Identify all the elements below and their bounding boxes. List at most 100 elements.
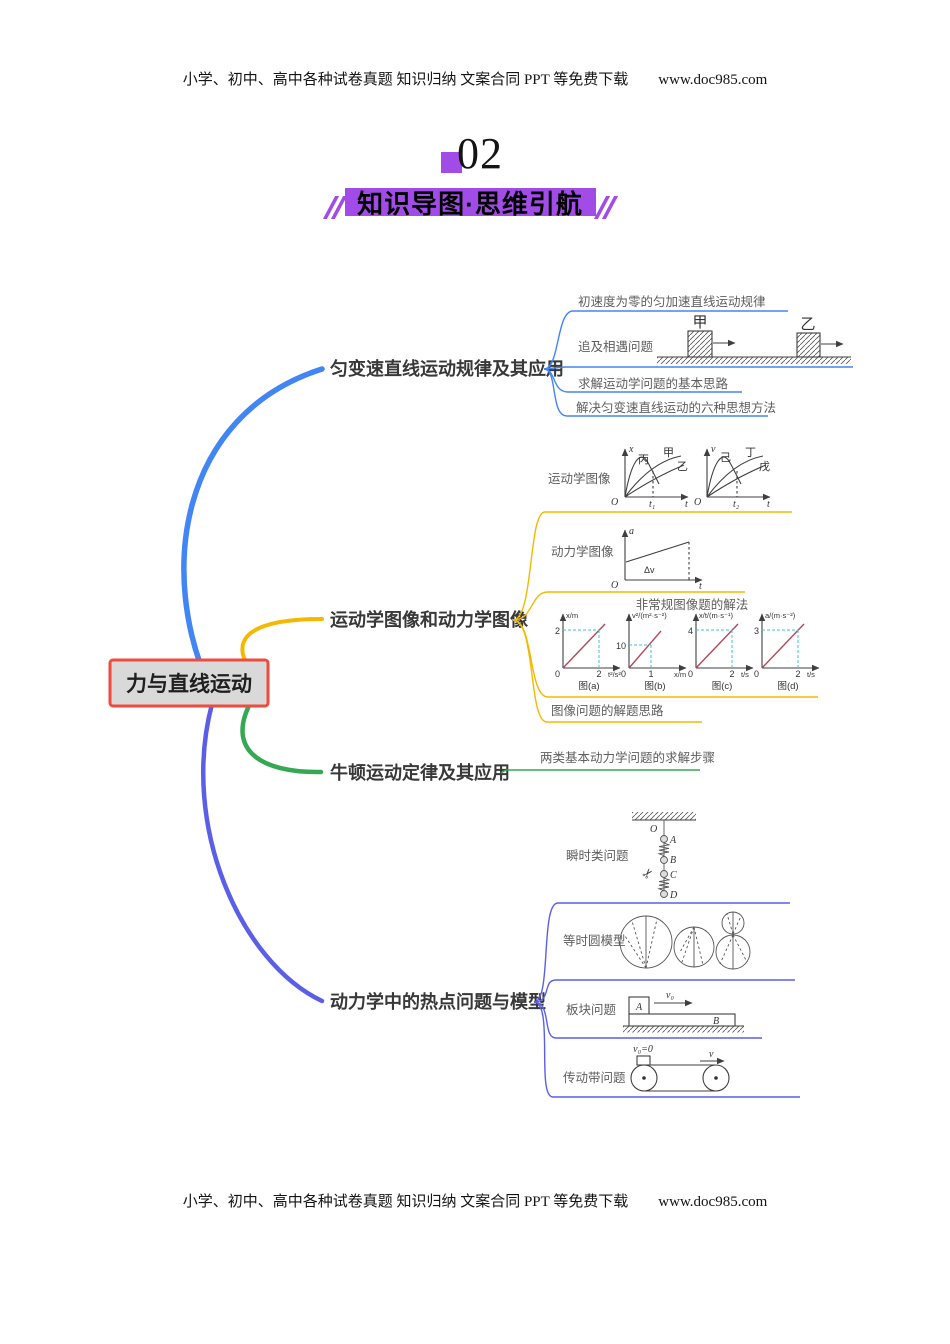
branch4-connectors: [533, 902, 559, 1098]
mini-c-ylabel: x/t/(m·s⁻¹): [699, 611, 733, 620]
branch1-item2: 追及相遇问题: [578, 339, 654, 354]
mini-b-ylabel: v²/(m²·s⁻²): [632, 611, 667, 620]
ball-b: [660, 856, 668, 864]
root-node-box: [108, 658, 270, 708]
banner-title: 知识导图·思维引航: [357, 189, 583, 219]
root-node-label: 力与直线运动: [126, 672, 252, 696]
page-header: 小学、初中、高中各种试卷真题 知识归纳 文案合同 PPT 等免费下载 www.do…: [0, 68, 950, 89]
section-number: 02: [457, 129, 503, 178]
mini-a-yval: 2: [555, 626, 560, 636]
mini-a-ylabel: x/m: [566, 611, 578, 620]
equal-time-circles: [619, 911, 751, 970]
instant-o: O: [650, 824, 657, 835]
root-node: 力与直线运动: [108, 658, 270, 708]
at-ylabel: a: [629, 526, 634, 537]
branch4-item2: 等时圆模型: [563, 933, 626, 948]
vt-graph: v O t₂ t 己 丁 戊: [694, 444, 771, 510]
section-number-square: [441, 152, 462, 173]
branch4-item1: 瞬时类问题: [566, 849, 629, 863]
footer-url: www.doc985.com: [658, 1194, 768, 1210]
branch1-item3: 求解运动学问题的基本思路: [578, 376, 729, 391]
curve-ding: [706, 455, 764, 498]
ball-d: [660, 890, 668, 898]
mini-a-zero: 0: [555, 669, 560, 679]
mini-c-xval: 2: [729, 669, 734, 679]
branch-curves: [181, 366, 325, 1004]
mini-d-ylabel: a/(m·s⁻²): [765, 611, 796, 620]
vt-origin: O: [694, 497, 701, 508]
mini-d-xlabel: t/s: [807, 670, 815, 679]
vt-ylabel: v: [711, 444, 716, 455]
block-jia-label: 甲: [692, 315, 707, 331]
spring: [657, 842, 671, 857]
header-text: 小学、初中、高中各种试卷真题 知识归纳 文案合同 PPT 等免费下载: [182, 72, 629, 88]
mini-b-yval: 10: [616, 641, 626, 651]
branch4-curve: [201, 701, 325, 1004]
at-xlabel: t: [699, 581, 702, 592]
ball-c: [660, 870, 668, 878]
xt-k3: 乙: [677, 460, 688, 473]
mini-graph-a: x/m 2 0 2 t²/s² 图(a): [555, 611, 621, 692]
belt-block: [636, 1055, 651, 1066]
branch1-item4: 解决匀变速直线运动的六种思想方法: [576, 400, 776, 415]
xt-xlabel: t: [685, 499, 688, 510]
board-v0-label: v₀: [666, 990, 674, 1001]
curve-yi: [624, 464, 685, 498]
instant-b: B: [670, 855, 676, 866]
instant-d: D: [669, 890, 678, 901]
instant-c: C: [670, 870, 677, 881]
branch4-label: 动力学中的热点问题与模型: [330, 991, 546, 1012]
block-jia: [687, 330, 713, 358]
branch1-curve: [181, 366, 325, 691]
mini-b-zero: 0: [621, 669, 626, 679]
belt-diagram: v₀=0 v: [630, 1044, 730, 1092]
page-footer: 小学、初中、高中各种试卷真题 知识归纳 文案合同 PPT 等免费下载 www.do…: [0, 1190, 950, 1211]
mini-b-caption: 图(b): [644, 681, 665, 692]
curve-wu: [706, 464, 767, 498]
branch2-item1: 运动学图像: [548, 471, 611, 486]
at-delta-v: Δv: [644, 565, 655, 575]
instant-diagram: O A B ✂ C D: [632, 812, 696, 901]
mini-c-yval: 4: [688, 626, 693, 636]
block-yi: [796, 332, 821, 358]
branch2-item2: 动力学图像: [551, 544, 614, 559]
mini-c-caption: 图(c): [712, 681, 733, 692]
mini-a-xlabel: t²/s²: [608, 670, 621, 679]
block-yi-label: 乙: [800, 317, 815, 333]
footer-text: 小学、初中、高中各种试卷真题 知识归纳 文案合同 PPT 等免费下载: [182, 1194, 629, 1210]
vt-t2: t₂: [733, 499, 740, 510]
curve-bing: [624, 456, 660, 498]
xt-origin: O: [611, 497, 618, 508]
mini-b-xlabel: x/m: [674, 670, 686, 679]
mini-graph-d: a/(m·s⁻²) 3 0 2 t/s 图(d): [754, 611, 820, 692]
vt-k2: 丁: [745, 447, 756, 459]
mini-d-yval: 3: [754, 626, 759, 636]
branch4-item3: 板块问题: [566, 1003, 617, 1017]
mini-graph-b: v²/(m²·s⁻²) 10 0 1 x/m 图(b): [616, 611, 687, 692]
xt-t1: t₁: [649, 499, 655, 510]
mini-c-xlabel: t/s: [741, 670, 749, 679]
vt-k3: 戊: [759, 460, 770, 473]
mini-b-xval: 1: [648, 669, 653, 679]
vt-k1: 己: [720, 452, 731, 464]
belt-v0-label: v₀=0: [633, 1044, 653, 1055]
branch2-item3: 非常规图像题的解法: [636, 597, 749, 612]
mini-d-caption: 图(d): [777, 681, 798, 692]
mini-graph-c: x/t/(m·s⁻¹) 4 0 2 t/s 图(c): [688, 611, 754, 692]
branch2-label: 运动学图像和动力学图像: [330, 609, 529, 630]
instant-a: A: [669, 835, 677, 846]
mini-d-xval: 2: [795, 669, 800, 679]
mini-c-zero: 0: [688, 669, 693, 679]
mini-d-zero: 0: [754, 669, 759, 679]
branch3-curve: [240, 697, 324, 775]
branch2-connectors: [512, 511, 549, 723]
curve-jia: [624, 455, 682, 498]
mini-a-xval: 2: [596, 669, 601, 679]
mini-a-caption: 图(a): [578, 681, 599, 692]
vt-xlabel: t: [767, 499, 770, 510]
belt-v-label: v: [709, 1049, 714, 1060]
xt-ylabel: x: [628, 444, 634, 455]
branch1-item1: 初速度为零的匀加速直线运动规律: [578, 294, 766, 309]
header-url: www.doc985.com: [658, 72, 768, 88]
